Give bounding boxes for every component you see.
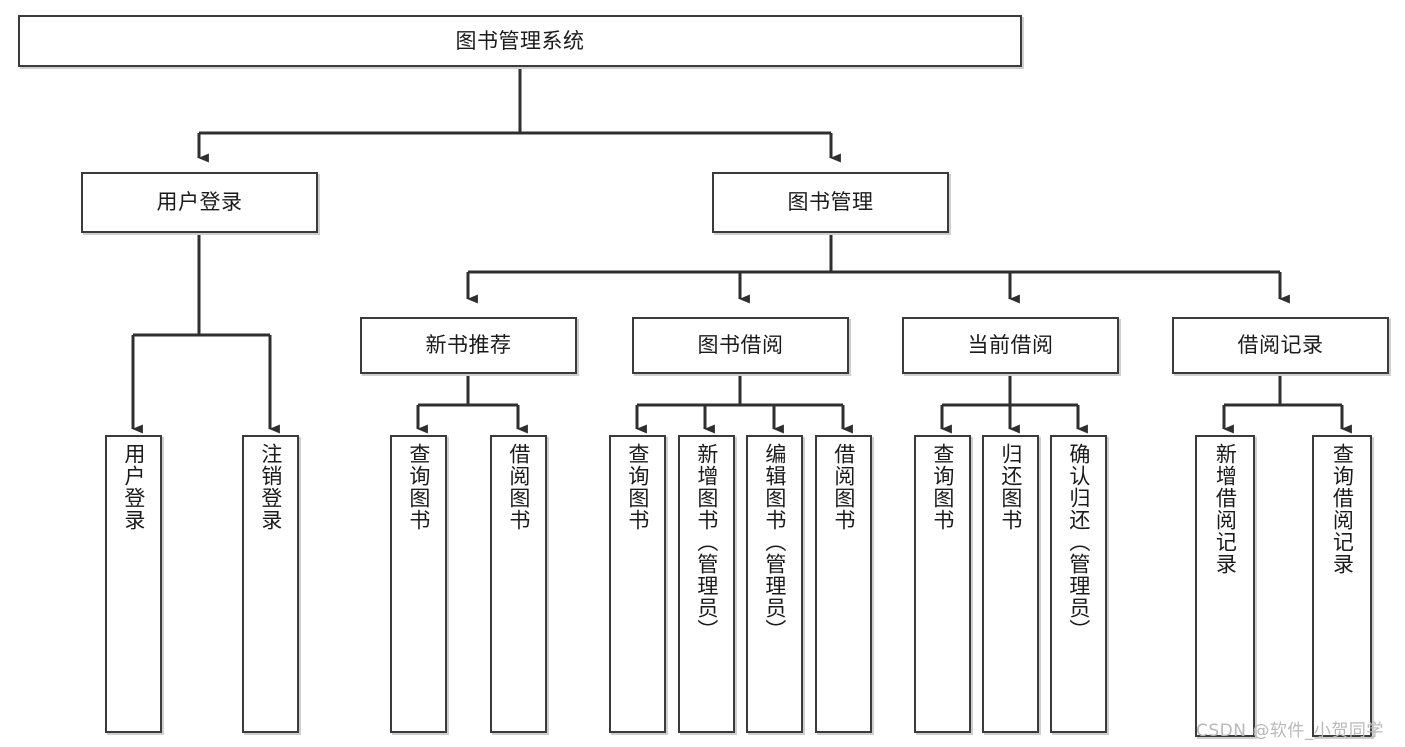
leaf-current-return-book-label: 归还图书 xyxy=(998,443,1023,531)
node-book-manage[interactable]: 图书管理 xyxy=(712,172,949,233)
leaf-record-query-record-label: 查询借阅记录 xyxy=(1330,443,1355,575)
node-book-manage-label: 图书管理 xyxy=(787,190,874,215)
leaf-borrow-query-book-label: 查询图书 xyxy=(625,443,650,531)
leaf-recommend-borrow-book[interactable]: 借阅图书 xyxy=(490,435,547,733)
leaf-borrow-query-book[interactable]: 查询图书 xyxy=(609,435,666,733)
node-current-borrow-label: 当前借阅 xyxy=(967,333,1054,358)
leaf-recommend-query-book-label: 查询图书 xyxy=(406,443,431,531)
leaf-user-login[interactable]: 用户登录 xyxy=(105,435,162,733)
leaf-current-return-book[interactable]: 归还图书 xyxy=(982,435,1039,733)
node-borrow-record-label: 借阅记录 xyxy=(1237,333,1324,358)
leaf-recommend-borrow-book-label: 借阅图书 xyxy=(506,443,531,531)
leaf-borrow-add-book-admin-label: 新增图书（管理员） xyxy=(694,443,719,641)
node-current-borrow[interactable]: 当前借阅 xyxy=(902,317,1119,374)
leaf-record-query-record[interactable]: 查询借阅记录 xyxy=(1312,435,1372,737)
leaf-user-login-label: 用户登录 xyxy=(121,443,146,531)
leaf-current-query-book[interactable]: 查询图书 xyxy=(914,435,971,733)
node-new-book-recommend[interactable]: 新书推荐 xyxy=(360,317,577,374)
leaf-current-confirm-return-admin[interactable]: 确认归还（管理员） xyxy=(1050,435,1107,733)
leaf-borrow-edit-book-admin-label: 编辑图书（管理员） xyxy=(762,443,787,641)
leaf-borrow-borrow-book[interactable]: 借阅图书 xyxy=(815,435,872,733)
node-user-login[interactable]: 用户登录 xyxy=(81,172,318,233)
node-borrow-record[interactable]: 借阅记录 xyxy=(1172,317,1389,374)
leaf-logout[interactable]: 注销登录 xyxy=(242,435,299,733)
leaf-borrow-edit-book-admin[interactable]: 编辑图书（管理员） xyxy=(746,435,803,733)
leaf-borrow-add-book-admin[interactable]: 新增图书（管理员） xyxy=(678,435,735,733)
node-book-borrow-label: 图书借阅 xyxy=(697,333,784,358)
leaf-recommend-query-book[interactable]: 查询图书 xyxy=(390,435,447,733)
leaf-current-query-book-label: 查询图书 xyxy=(930,443,955,531)
leaf-current-confirm-return-admin-label: 确认归还（管理员） xyxy=(1066,443,1091,641)
node-root-system-label: 图书管理系统 xyxy=(455,28,585,53)
csdn-watermark: CSDN @软件_小贺同学 xyxy=(1196,721,1384,741)
leaf-borrow-borrow-book-label: 借阅图书 xyxy=(831,443,856,531)
leaf-record-add-record[interactable]: 新增借阅记录 xyxy=(1195,435,1255,737)
node-root-system[interactable]: 图书管理系统 xyxy=(18,15,1022,67)
node-new-book-recommend-label: 新书推荐 xyxy=(425,333,512,358)
node-user-login-label: 用户登录 xyxy=(156,190,243,215)
leaf-record-add-record-label: 新增借阅记录 xyxy=(1213,443,1238,575)
leaf-logout-label: 注销登录 xyxy=(258,443,283,531)
node-book-borrow[interactable]: 图书借阅 xyxy=(632,317,849,374)
